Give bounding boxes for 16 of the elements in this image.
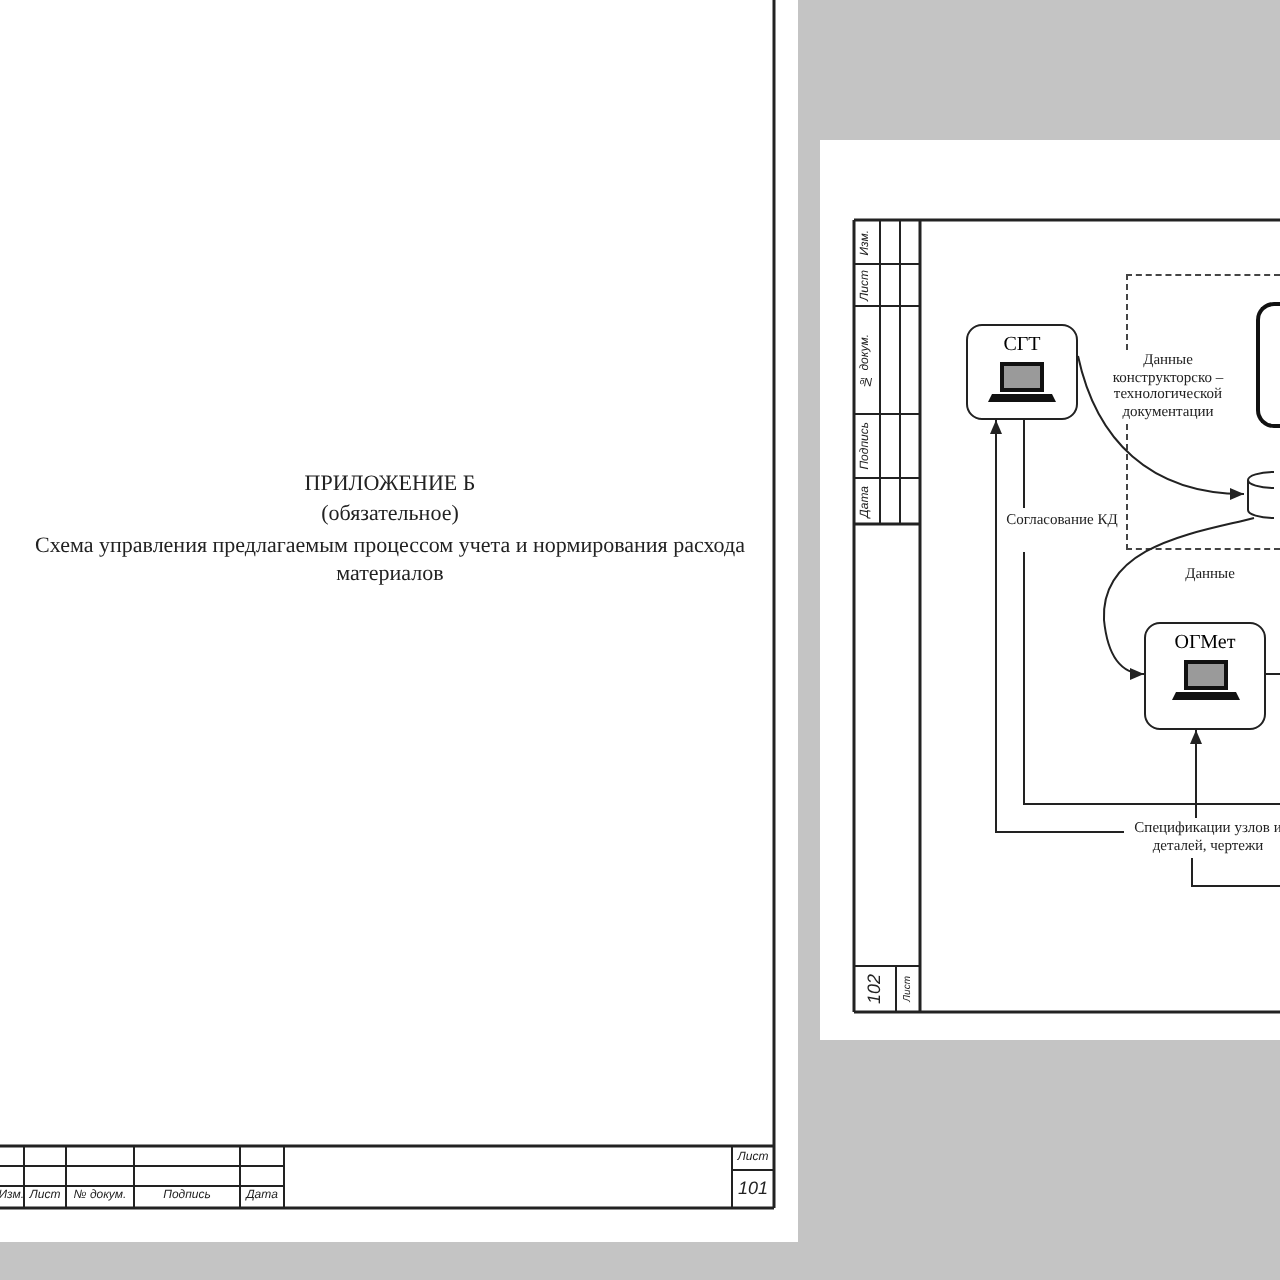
- connector-arrow: [1190, 729, 1280, 887]
- database-cylinder: [1246, 470, 1274, 520]
- subheading-text: (обязательное): [321, 502, 459, 530]
- connector-arrow: [1077, 355, 1245, 500]
- workstation-box: [966, 324, 1078, 420]
- connector-arrow: [1023, 419, 1280, 805]
- workstation-box: [1144, 622, 1266, 730]
- caption-text: Схема управления предлагаемым процессом учета и нормирования расхода материалов: [33, 534, 747, 590]
- page-number: 101: [737, 1177, 769, 1201]
- heading-text: ПРИЛОЖЕНИЕ Б: [304, 472, 476, 500]
- process-box: [1256, 302, 1280, 428]
- page-number: 102: [864, 973, 887, 1005]
- node-title: СГТ: [1001, 334, 1043, 356]
- node-title: ОГМет: [1172, 632, 1238, 654]
- connector-arrow: [990, 419, 1125, 833]
- connector-arrow: [1103, 517, 1255, 680]
